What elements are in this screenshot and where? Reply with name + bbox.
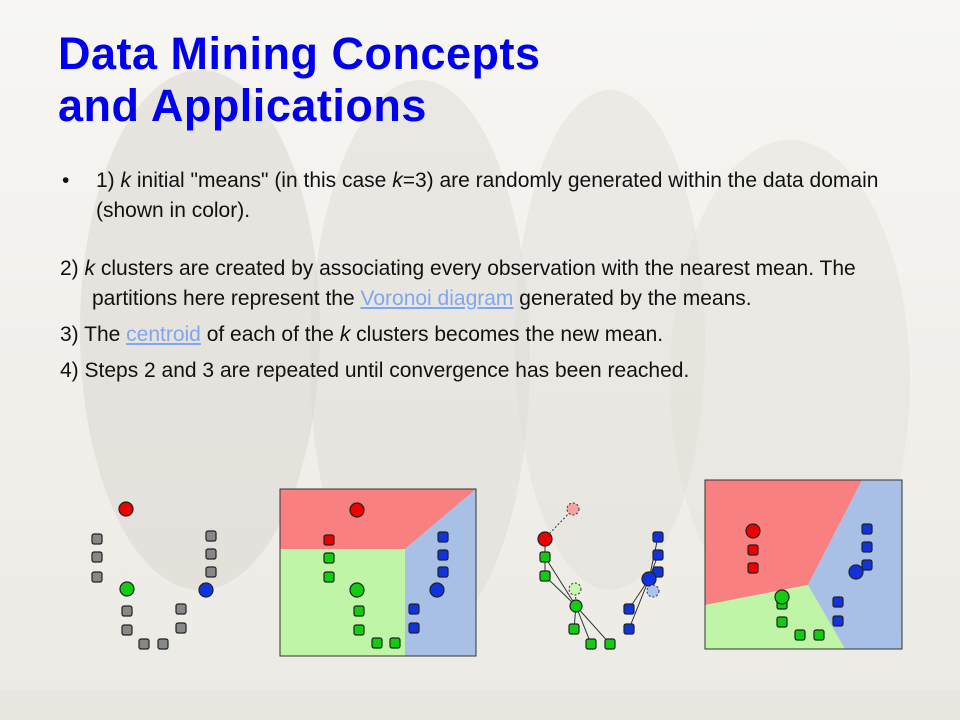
gray-point (205, 530, 217, 542)
blue-point (437, 531, 449, 543)
gray-point (175, 622, 187, 634)
old-blue-mean (646, 584, 660, 598)
panel-step-1 (91, 501, 217, 650)
green-point (389, 637, 401, 649)
title-line-2: and Applications (58, 80, 427, 131)
title-line-1: Data Mining Concepts (58, 28, 541, 79)
page-title: Data Mining Concepts and Applications (58, 28, 541, 132)
kmeans-step-diagrams (91, 479, 903, 657)
gray-point (91, 571, 103, 583)
step-4-text: 4) Steps 2 and 3 are repeated until conv… (60, 359, 690, 382)
gray-point (175, 603, 187, 615)
step-1-bullet: • 1) k initial "means" (in this case k=3… (60, 166, 920, 226)
gray-point (91, 551, 103, 563)
step-2-text: 2) k clusters are created by associating… (60, 257, 856, 310)
blue-mean (641, 571, 657, 587)
green-point (776, 616, 788, 628)
green-point (813, 629, 825, 641)
blue-point (623, 603, 635, 615)
step-3-text: 3) The centroid of each of the k cluster… (60, 323, 664, 346)
green-point (371, 637, 383, 649)
green-point (604, 638, 616, 650)
green-point (323, 552, 335, 564)
blue-point (652, 549, 664, 561)
red-point (747, 544, 759, 556)
centroid-link[interactable]: centroid (126, 323, 201, 346)
gray-point (121, 624, 133, 636)
blue-point (408, 622, 420, 634)
blue-point (652, 566, 664, 578)
bullet-dot: • (62, 169, 70, 192)
green-point (568, 623, 580, 635)
gray-point (157, 638, 169, 650)
blue-point (832, 596, 844, 608)
red-mean (118, 501, 134, 517)
green-region (280, 549, 405, 656)
green-mean (569, 599, 583, 613)
panel-step-3 (537, 502, 664, 650)
green-point (794, 629, 806, 641)
gray-point (121, 605, 133, 617)
blue-mean (429, 582, 445, 598)
panel-step-2 (279, 488, 477, 657)
red-region (280, 489, 476, 549)
blue-mean (198, 582, 214, 598)
green-mean (119, 581, 135, 597)
green-point (323, 571, 335, 583)
blue-point (437, 566, 449, 578)
blue-point (861, 541, 873, 553)
blue-point (652, 531, 664, 543)
slide-body: • 1) k initial "means" (in this case k=3… (60, 166, 920, 386)
blue-point (408, 603, 420, 615)
gray-point (205, 566, 217, 578)
old-green-mean (568, 582, 582, 596)
blue-mean (848, 564, 864, 580)
blue-point (623, 623, 635, 635)
red-mean (537, 531, 553, 547)
green-mean (774, 589, 790, 605)
gray-point (91, 533, 103, 545)
blue-point (861, 523, 873, 535)
blue-point (437, 549, 449, 561)
green-region (705, 585, 845, 649)
gray-point (205, 548, 217, 560)
green-point (353, 624, 365, 636)
green-point (539, 551, 551, 563)
red-region (705, 480, 862, 605)
voronoi-diagram-link[interactable]: Voronoi diagram (360, 287, 514, 310)
green-point (539, 570, 551, 582)
red-mean (745, 523, 761, 539)
green-mean (349, 582, 365, 598)
old-red-mean (566, 502, 580, 516)
red-point (323, 534, 335, 546)
red-point (747, 562, 759, 574)
panel-step-4 (704, 479, 903, 650)
gray-point (138, 638, 150, 650)
green-point (585, 638, 597, 650)
blue-point (832, 615, 844, 627)
blue-point (861, 559, 873, 571)
red-mean (349, 502, 365, 518)
green-point (353, 605, 365, 617)
